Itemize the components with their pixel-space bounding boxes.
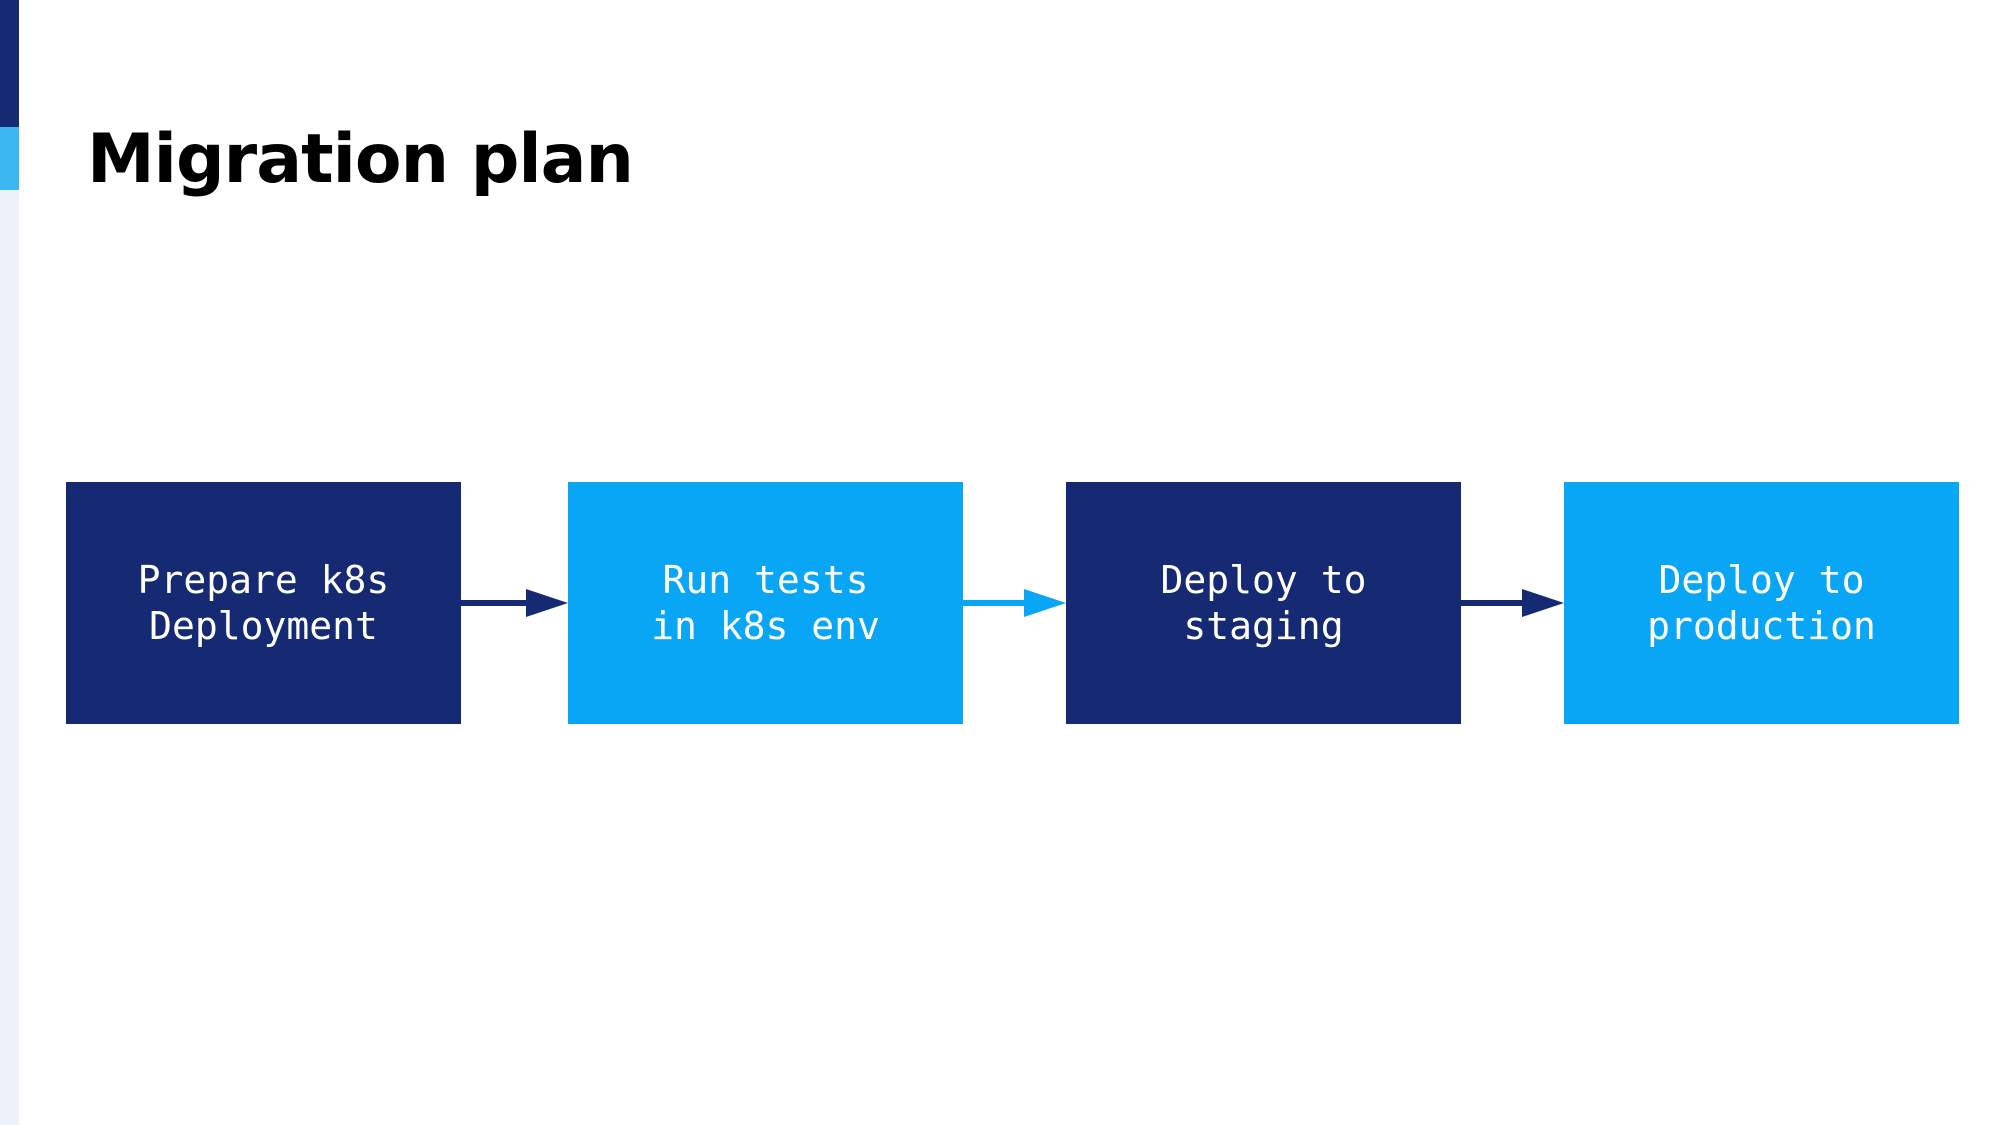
step-label: Run tests in k8s env <box>651 558 880 648</box>
step-deploy-production: Deploy to production <box>1564 482 1959 724</box>
step-run-tests: Run tests in k8s env <box>568 482 963 724</box>
step-label: Deploy to staging <box>1160 558 1367 648</box>
accent-bar-bottom <box>0 190 19 1125</box>
step-label: Prepare k8s Deployment <box>137 558 390 648</box>
accent-bar-middle <box>0 127 19 190</box>
slide-title: Migration plan <box>87 120 634 199</box>
arrow-tests-to-staging <box>963 589 1066 617</box>
step-prepare-k8s-deployment: Prepare k8s Deployment <box>66 482 461 724</box>
arrow-prepare-to-tests <box>461 589 568 617</box>
accent-bar-top <box>0 0 19 127</box>
step-label: Deploy to production <box>1647 558 1876 648</box>
arrow-staging-to-production <box>1461 589 1564 617</box>
step-deploy-staging: Deploy to staging <box>1066 482 1461 724</box>
